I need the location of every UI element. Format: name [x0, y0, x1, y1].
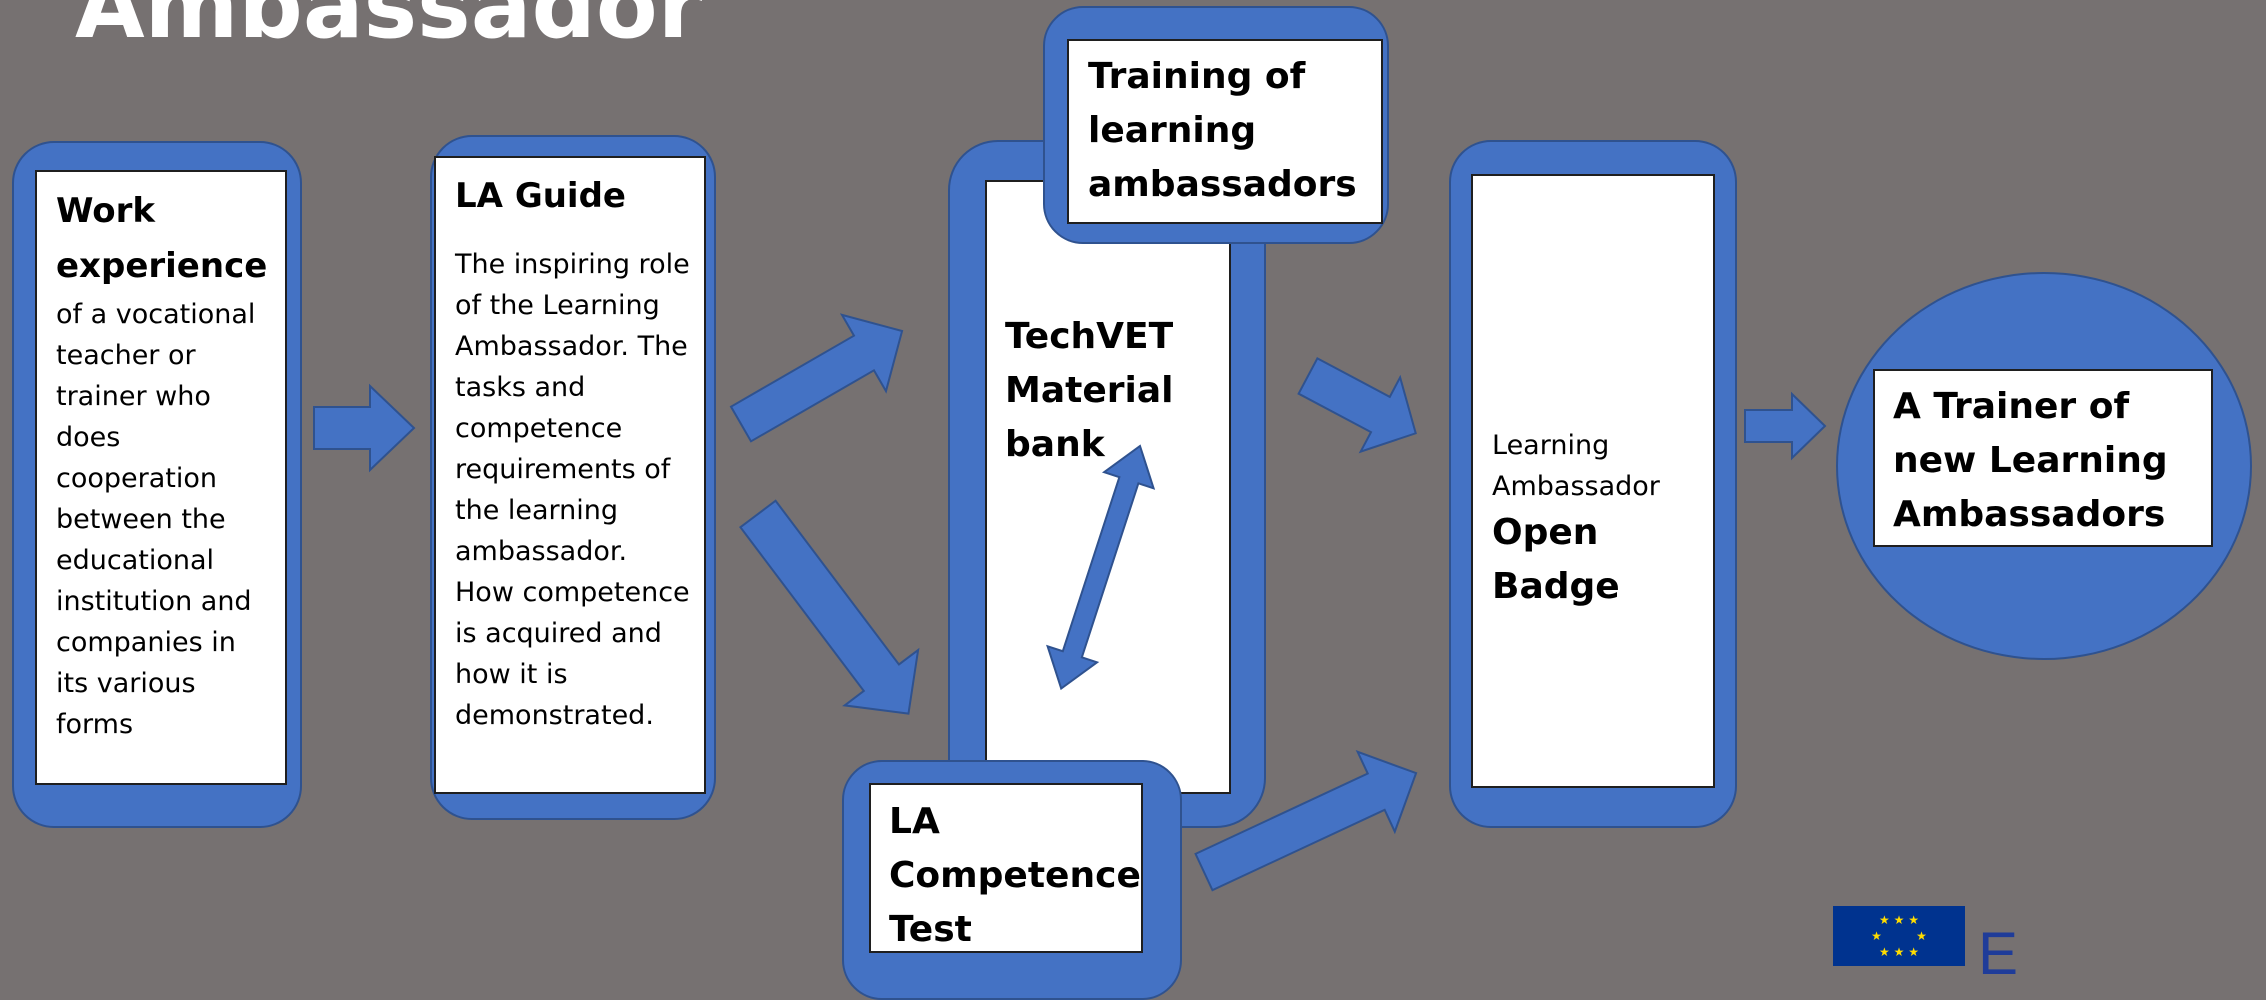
work-experience-body: of a vocational teacher or trainer who d…: [56, 299, 256, 740]
training-heading: Training of learning ambassadors: [1088, 56, 1357, 205]
la-guide-heading: LA Guide: [455, 176, 626, 216]
arrow-material-test-bidirectional: [1046, 444, 1156, 691]
arrow-material-to-badge: [1297, 356, 1417, 454]
competence-test-heading: LA Competence Test: [889, 801, 1141, 950]
arrow-badge-to-trainer: [1744, 391, 1827, 461]
page-title: Ambassador: [75, 0, 703, 59]
la-guide-body: The inspiring role of the Learning Ambas…: [455, 249, 690, 731]
open-badge-heading: Open Badge: [1492, 512, 1620, 607]
competence-test-card: [869, 783, 1143, 953]
arrow-guide-to-test: [739, 499, 920, 715]
flow-arrows: [313, 313, 1827, 892]
arrow-test-to-badge: [1194, 750, 1418, 892]
open-badge-pretext: Learning Ambassador: [1492, 430, 1660, 502]
open-badge-card: [1471, 174, 1715, 788]
training-card: [1067, 39, 1383, 224]
eu-logo-text: E: [1978, 920, 2019, 987]
eu-flag-logo: ★ ★ ★ ★ ★ ★ ★ ★: [1833, 906, 1965, 966]
la-guide-card: [434, 156, 706, 794]
material-bank-heading: TechVET Material bank: [1005, 316, 1174, 465]
arrow-work-to-guide: [313, 383, 416, 473]
work-experience-heading: Work experience: [56, 191, 268, 286]
work-experience-card: [35, 170, 287, 785]
trainer-card: [1873, 369, 2213, 547]
material-bank-card: [985, 180, 1231, 794]
arrow-guide-to-material: [729, 313, 904, 443]
eu-stars-icon: ★ ★ ★ ★ ★ ★ ★ ★: [1871, 913, 1927, 959]
trainer-heading: A Trainer of new Learning Ambassadors: [1893, 386, 2168, 535]
